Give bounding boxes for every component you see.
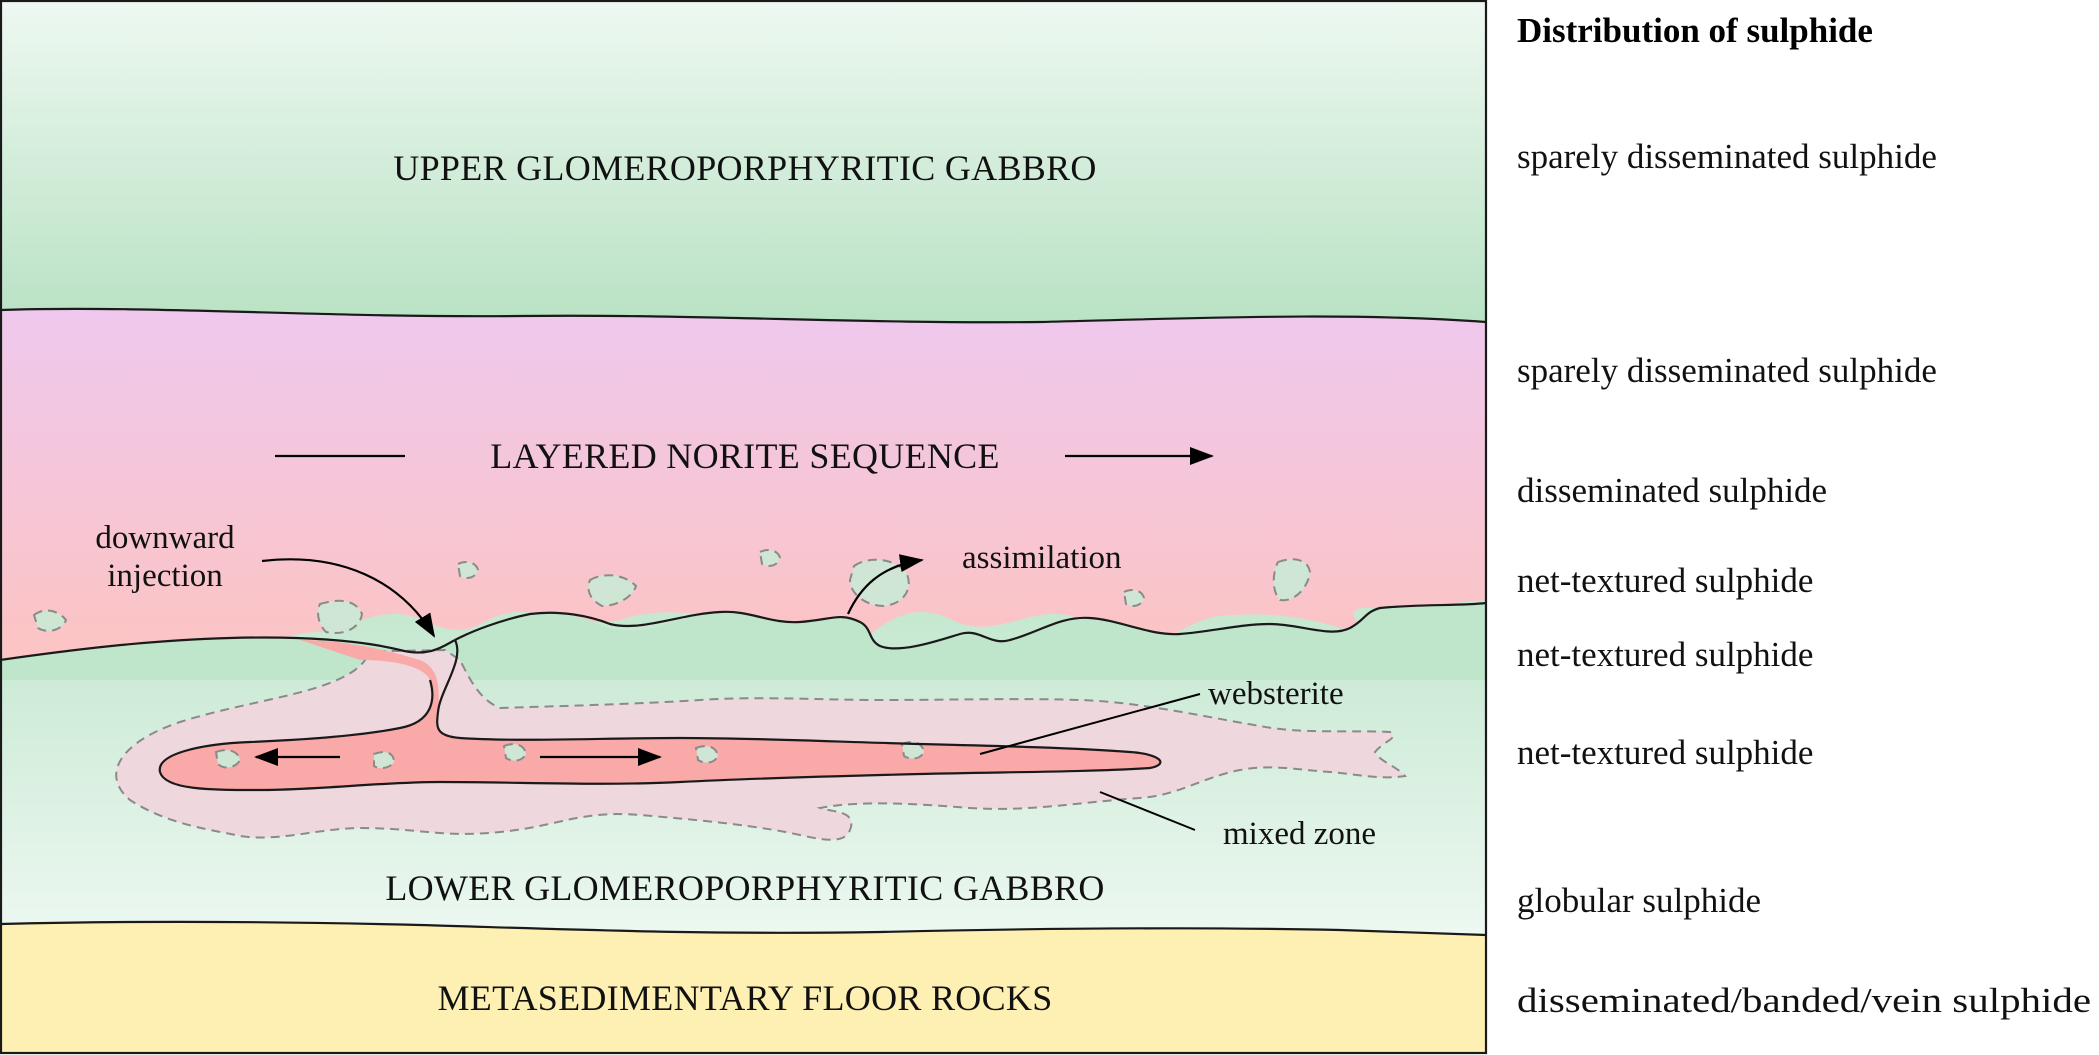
assimilation-arrow bbox=[847, 554, 924, 615]
websterite-leader-line bbox=[979, 693, 1201, 755]
floor-rocks-label: METASEDIMENTARY FLOOR ROCKS bbox=[437, 978, 1052, 1018]
norite-lower-contact-line-east bbox=[454, 601, 1486, 650]
legend-title: Distribution of sulphide bbox=[1517, 11, 1873, 50]
xenolith-13 bbox=[900, 741, 926, 760]
xenolith-9 bbox=[214, 749, 242, 769]
downward-injection-arrow bbox=[261, 558, 436, 638]
downward-label: downward bbox=[95, 520, 235, 556]
mixed-zone-leader-line bbox=[1099, 791, 1196, 831]
floor-rocks-layer bbox=[1, 921, 1486, 1053]
legend-item-contact: net-textured sulphide bbox=[1517, 635, 1813, 674]
mixed-zone-label: mixed zone bbox=[1223, 816, 1376, 852]
legend-item-lower-gabbro: globular sulphide bbox=[1517, 881, 1761, 920]
legend-item-websterite: net-textured sulphide bbox=[1517, 733, 1813, 772]
xenolith-7 bbox=[1122, 589, 1146, 607]
legend-item-floor-rocks: disseminated/banded/vein sulphide bbox=[1517, 981, 2091, 1020]
lower-gabbro-label: LOWER GLOMEROPORPHYRITIC GABBRO bbox=[385, 868, 1104, 908]
xenolith-3 bbox=[456, 561, 480, 579]
xenolith-5 bbox=[758, 549, 782, 567]
legend-item-upper-norite: sparely disseminated sulphide bbox=[1517, 351, 1937, 390]
xenolith-group bbox=[32, 549, 1312, 770]
websterite-outline bbox=[158, 639, 1162, 792]
xenolith-1 bbox=[32, 609, 68, 632]
norite-layer bbox=[1, 308, 1486, 660]
upper-gabbro-layer bbox=[1, 1, 1486, 323]
diagram-frame bbox=[0, 0, 1488, 1055]
legend-item-upper-gabbro: sparely disseminated sulphide bbox=[1517, 137, 1937, 176]
xenolith-12 bbox=[694, 745, 720, 764]
assimilation-label: assimilation bbox=[962, 540, 1122, 576]
floor-contact-line bbox=[1, 920, 1486, 937]
xenolith-6 bbox=[848, 558, 910, 608]
norite-label: LAYERED NORITE SEQUENCE bbox=[490, 436, 1000, 476]
norite-lower-contact-line bbox=[1, 636, 456, 661]
legend-item-basal-norite: net-textured sulphide bbox=[1517, 561, 1813, 600]
xenolith-2 bbox=[317, 599, 364, 634]
upper-gabbro-label: UPPER GLOMEROPORPHYRITIC GABBRO bbox=[393, 148, 1096, 188]
xenolith-11 bbox=[502, 743, 528, 762]
xenolith-8 bbox=[1272, 558, 1312, 602]
websterite-label: websterite bbox=[1208, 676, 1344, 712]
injection-label: injection bbox=[107, 558, 222, 594]
xenolith-10 bbox=[373, 751, 396, 770]
upper-contact-line bbox=[1, 307, 1486, 324]
cross-section-layers bbox=[1, 1, 1486, 1053]
xenolith-4 bbox=[587, 574, 638, 608]
legend-item-mid-norite: disseminated sulphide bbox=[1517, 471, 1827, 510]
